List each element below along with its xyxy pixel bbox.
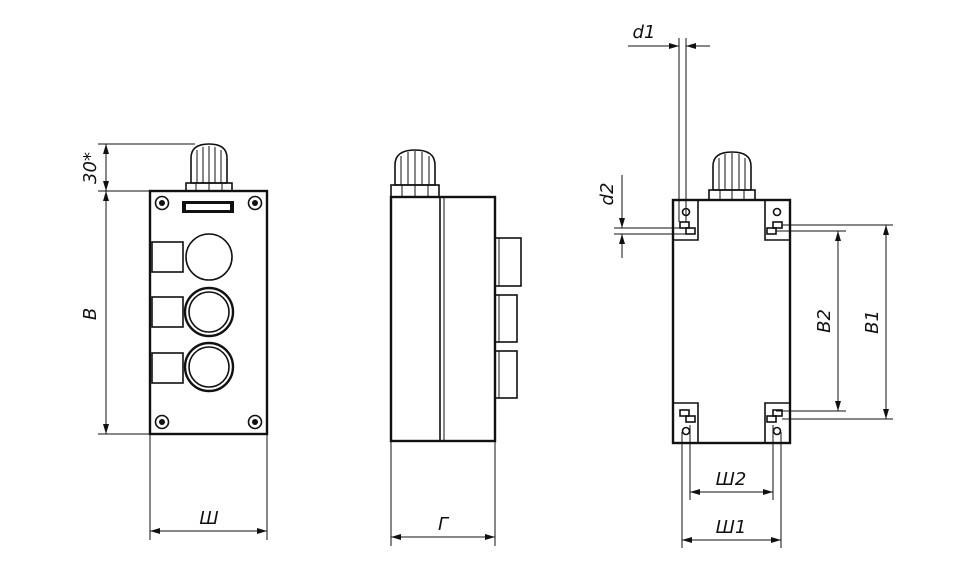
label-d1: d1 xyxy=(633,22,656,43)
label-b1: B1 xyxy=(862,310,883,334)
side-button-2 xyxy=(494,294,518,343)
dimension-depth: Г xyxy=(390,441,496,546)
dimension-width: Ш xyxy=(149,434,268,540)
indicator-square-2 xyxy=(151,296,184,328)
dimension-height: B xyxy=(80,191,150,435)
label-b2: B2 xyxy=(814,309,835,333)
label-depth: Г xyxy=(438,514,450,535)
push-button-3 xyxy=(183,341,235,393)
mounting-corner-top-left xyxy=(673,200,699,241)
indicator-square-3 xyxy=(151,352,184,384)
label-height: B xyxy=(80,308,101,320)
dimension-gland-height: 30* xyxy=(80,143,195,192)
push-button-1 xyxy=(185,233,233,281)
mounting-corner-bottom-left xyxy=(673,402,699,443)
label-d2: d2 xyxy=(597,183,618,206)
cable-gland-side xyxy=(390,149,440,198)
front-view xyxy=(148,143,269,436)
dimension-d1: d1 xyxy=(628,22,710,222)
dimension-b2: B2 xyxy=(776,230,846,412)
dimension-w1: Ш1 xyxy=(681,432,782,548)
mounting-corner-top-right xyxy=(764,200,790,241)
indicator-square-1 xyxy=(151,241,184,273)
mounting-corner-bottom-right xyxy=(764,402,790,443)
push-button-2 xyxy=(183,286,235,338)
label-width: Ш xyxy=(199,508,218,529)
side-button-1 xyxy=(494,237,522,287)
label-gland-height: 30* xyxy=(80,152,101,184)
cable-gland-front xyxy=(185,143,233,192)
enclosure-side xyxy=(389,195,497,443)
corner-screws-front xyxy=(154,195,263,430)
enclosure-front xyxy=(148,189,269,436)
enclosure-back xyxy=(671,198,792,445)
label-w2: Ш2 xyxy=(716,469,747,490)
dimension-b1: B1 xyxy=(782,224,893,420)
back-view xyxy=(671,151,792,445)
side-button-3 xyxy=(494,350,518,399)
label-w1: Ш1 xyxy=(716,517,747,538)
side-view xyxy=(389,149,522,443)
dimension-d2: d2 xyxy=(597,175,686,258)
dimension-w2: Ш2 xyxy=(689,425,774,500)
cable-gland-back xyxy=(708,151,756,201)
